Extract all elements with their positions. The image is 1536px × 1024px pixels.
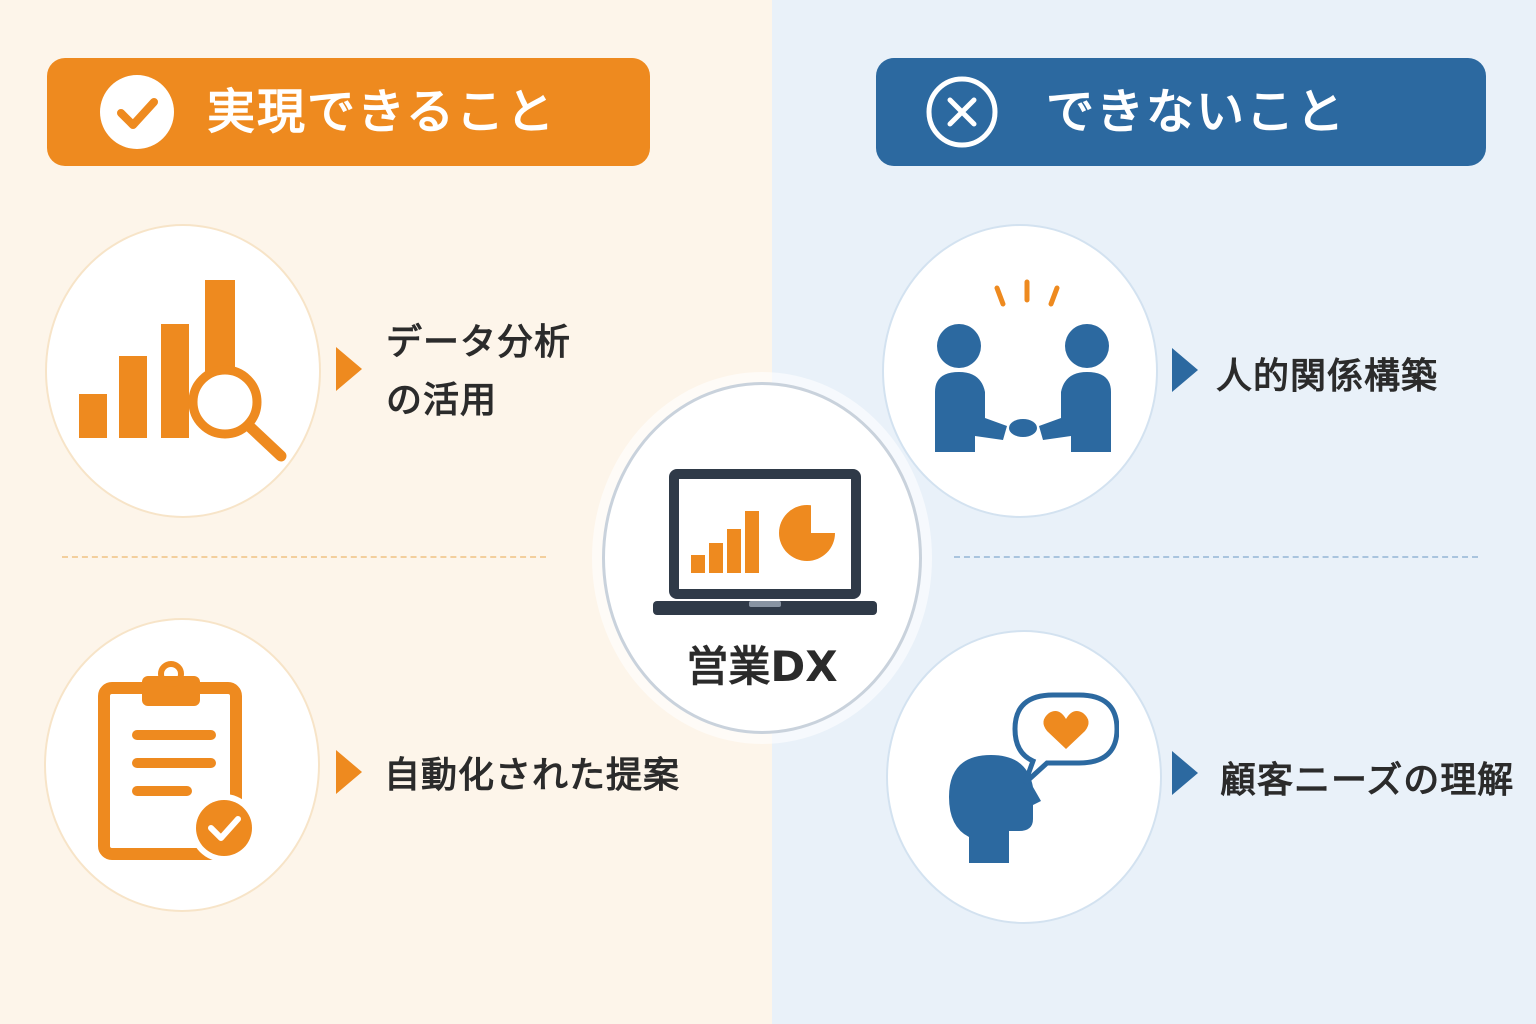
check-circle-icon bbox=[99, 74, 175, 150]
divider-right bbox=[954, 556, 1478, 558]
handshake-icon bbox=[925, 276, 1115, 466]
item-customer-needs-line1: 顧客ニーズの理解 bbox=[1220, 760, 1515, 801]
bar-chart-magnifier-icon bbox=[73, 276, 293, 466]
x-circle-icon bbox=[924, 74, 1000, 150]
customer-needs-icon-circle bbox=[886, 630, 1162, 924]
arrow-relationship bbox=[1172, 348, 1198, 392]
divider-left bbox=[62, 556, 546, 558]
relationship-icon-circle bbox=[882, 224, 1158, 518]
cannot-do-header: できないこと bbox=[876, 58, 1486, 166]
data-analysis-icon-circle bbox=[45, 224, 321, 518]
item-automated-proposal-line1: 自動化された提案 bbox=[384, 755, 681, 796]
clipboard-check-icon bbox=[92, 660, 272, 870]
item-data-analysis-line1: データ分析 bbox=[386, 322, 572, 363]
item-automated-proposal: 自動化された提案 bbox=[384, 747, 680, 805]
can-do-header: 実現できること bbox=[47, 58, 650, 166]
arrow-automated-proposal bbox=[336, 750, 362, 794]
item-data-analysis-line2: の活用 bbox=[386, 380, 498, 421]
automated-proposal-icon-circle bbox=[44, 618, 320, 912]
center-label: 営業DX bbox=[686, 642, 838, 691]
can-do-title: 実現できること bbox=[207, 84, 557, 140]
person-speech-heart-icon bbox=[929, 687, 1119, 867]
arrow-customer-needs bbox=[1172, 751, 1198, 795]
item-relationship: 人的関係構築 bbox=[1216, 348, 1438, 406]
item-relationship-line1: 人的関係構築 bbox=[1216, 356, 1439, 397]
item-data-analysis: データ分析 の活用 bbox=[386, 314, 571, 430]
sales-dx-center: 営業DX bbox=[602, 382, 922, 734]
cannot-do-title: できないこと bbox=[1046, 84, 1347, 140]
arrow-data-analysis bbox=[336, 347, 362, 391]
item-customer-needs: 顧客ニーズの理解 bbox=[1220, 752, 1514, 810]
